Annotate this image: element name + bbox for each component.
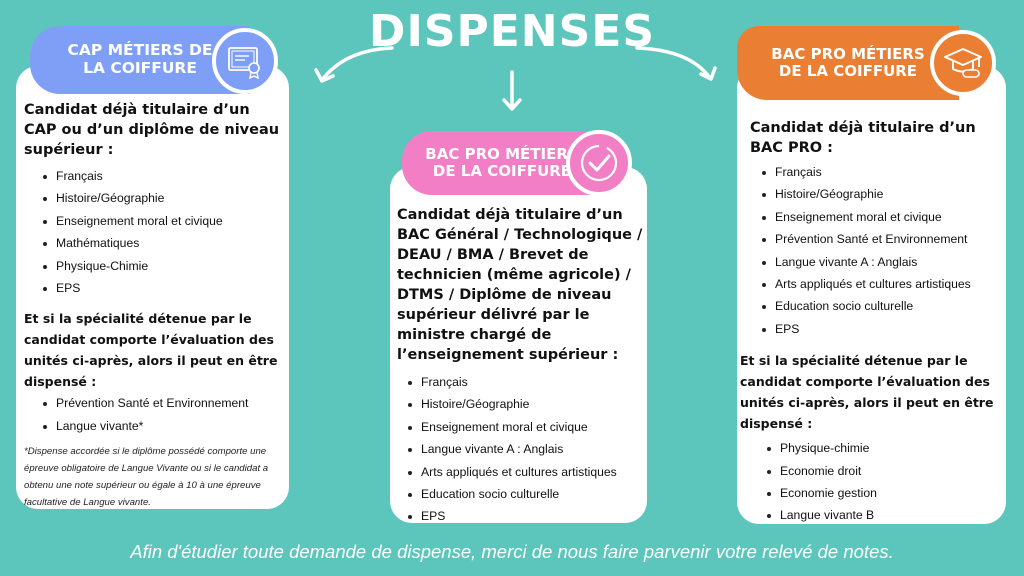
list-item: Economie droit bbox=[764, 460, 998, 482]
graduation-cap-icon bbox=[944, 48, 982, 78]
card-bac-general-content: Candidat déjà titulaire d’un BAC Général… bbox=[397, 205, 643, 528]
card-bac-pro bbox=[737, 66, 1006, 524]
list-item: EPS bbox=[759, 318, 998, 340]
cap-items: Français Histoire/Géographie Enseignemen… bbox=[40, 165, 286, 299]
bac-general-intro: Candidat déjà titulaire d’un BAC Général… bbox=[397, 207, 643, 363]
badge-bac-right bbox=[930, 30, 996, 96]
tag-bac-middle-label: BAC PRO MÉTIERS DE LA COIFFURE bbox=[425, 144, 579, 180]
list-item: Enseignement moral et civique bbox=[759, 206, 998, 228]
list-item: Enseignement moral et civique bbox=[405, 416, 643, 438]
card-cap-content: Candidat déjà titulaire d’un CAP ou d’un… bbox=[24, 100, 286, 511]
list-item: Physique-chimie bbox=[764, 437, 998, 459]
bac-pro-condition-items: Physique-chimie Economie droit Economie … bbox=[764, 437, 998, 527]
cap-condition-items: Prévention Santé et Environnement Langue… bbox=[40, 392, 286, 437]
footer-note: Afin d'étudier toute demande de dispense… bbox=[130, 541, 894, 562]
list-item: Education socio culturelle bbox=[405, 483, 643, 505]
arrow-right bbox=[635, 46, 712, 80]
list-item: Langue vivante* bbox=[40, 415, 286, 437]
card-bac-general bbox=[390, 167, 647, 523]
cap-footnote: *Dispense accordée si le diplôme possédé… bbox=[24, 446, 269, 509]
badge-cap bbox=[212, 28, 278, 94]
list-item: Physique-Chimie bbox=[40, 255, 286, 277]
list-item: Mathématiques bbox=[40, 232, 286, 254]
list-item: Arts appliqués et cultures artistiques bbox=[405, 461, 643, 483]
list-item: Arts appliqués et cultures artistiques bbox=[759, 273, 998, 295]
page-title: DISPENSES bbox=[368, 6, 656, 57]
bac-general-items: Français Histoire/Géographie Enseignemen… bbox=[405, 371, 643, 528]
list-item: Prévention Santé et Environnement bbox=[759, 228, 998, 250]
bac-pro-condition: Et si la spécialité détenue par le candi… bbox=[740, 353, 994, 432]
tag-bac-right: BAC PRO MÉTIERS DE LA COIFFURE bbox=[737, 26, 959, 100]
list-item: Economie gestion bbox=[764, 482, 998, 504]
arrow-left bbox=[320, 46, 394, 82]
list-item: EPS bbox=[405, 505, 643, 527]
list-item: Education socio culturelle bbox=[759, 295, 998, 317]
cap-intro: Candidat déjà titulaire d’un CAP ou d’un… bbox=[24, 102, 280, 158]
list-item: Prévention Santé et Environnement bbox=[40, 392, 286, 414]
list-item: Langue vivante A : Anglais bbox=[759, 251, 998, 273]
list-item: Français bbox=[40, 165, 286, 187]
list-item: Langue vivante A : Anglais bbox=[405, 438, 643, 460]
bac-pro-items: Français Histoire/Géographie Enseignemen… bbox=[759, 161, 998, 340]
card-bac-pro-content: Candidat déjà titulaire d’un BAC PRO : F… bbox=[740, 118, 998, 527]
list-item: Langue vivante B bbox=[764, 504, 998, 526]
cap-condition: Et si la spécialité détenue par le candi… bbox=[24, 311, 278, 390]
list-item: EPS bbox=[40, 277, 286, 299]
tag-cap: CAP MÉTIERS DE LA COIFFURE bbox=[30, 26, 250, 94]
tag-bac-right-label: BAC PRO MÉTIERS DE LA COIFFURE bbox=[771, 44, 925, 80]
list-item: Français bbox=[405, 371, 643, 393]
certificate-icon bbox=[228, 47, 260, 80]
list-item: Histoire/Géographie bbox=[405, 393, 643, 415]
card-cap bbox=[16, 66, 289, 509]
check-circle-icon bbox=[580, 144, 618, 182]
bac-pro-intro: Candidat déjà titulaire d’un BAC PRO : bbox=[750, 120, 976, 156]
tag-cap-label: CAP MÉTIERS DE LA COIFFURE bbox=[67, 41, 213, 77]
list-item: Histoire/Géographie bbox=[759, 183, 998, 205]
list-item: Histoire/Géographie bbox=[40, 187, 286, 209]
list-item: Enseignement moral et civique bbox=[40, 210, 286, 232]
list-item: Français bbox=[759, 161, 998, 183]
badge-bac-middle bbox=[566, 130, 632, 196]
